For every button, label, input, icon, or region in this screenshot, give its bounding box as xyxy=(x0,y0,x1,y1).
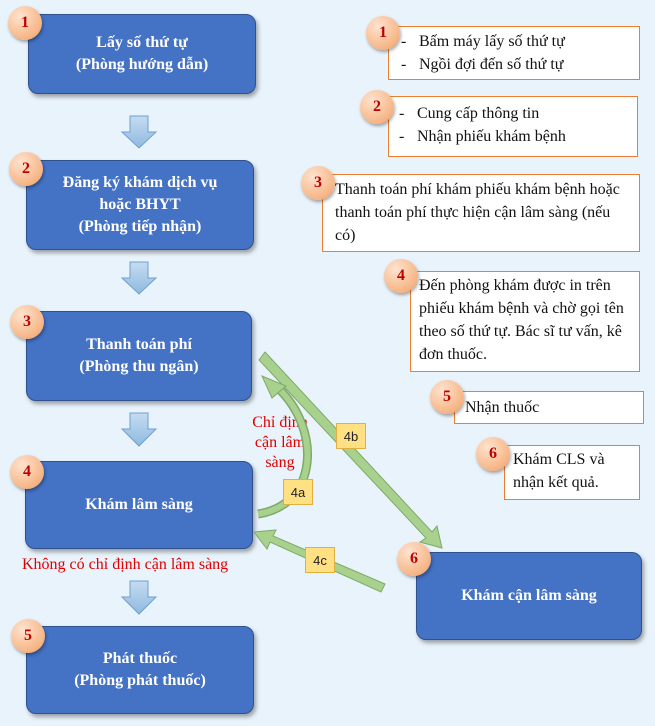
down-arrow-1-2 xyxy=(120,115,158,149)
note-badge-4: 4 xyxy=(384,259,418,293)
step-badge-3: 3 xyxy=(10,305,44,339)
note-6-text: Khám CLS và nhận kết quả. xyxy=(513,451,605,491)
step-box-1: Lấy số thứ tự (Phòng hướng dẫn) xyxy=(28,14,256,94)
step-badge-4: 4 xyxy=(10,455,44,489)
step-2-title: Đăng ký khám dịch vụ xyxy=(62,174,218,191)
clinical-indication-label: Chỉ định cận lâm sàng xyxy=(252,414,308,471)
tag-4c: 4c xyxy=(305,547,335,573)
note-1-item-2: Ngồi đợi đến số thứ tự xyxy=(393,53,635,76)
note-2-item-1: Cung cấp thông tin xyxy=(391,102,635,125)
down-arrow-3-4 xyxy=(120,412,158,447)
step-badge-2: 2 xyxy=(9,152,43,186)
note-badge-2: 2 xyxy=(360,90,394,124)
step-box-6: Khám cận lâm sàng xyxy=(416,552,642,640)
step-4-title: Khám lâm sàng xyxy=(85,496,193,513)
note-4-text: Đến phòng khám được in trên phiếu khám b… xyxy=(419,277,624,363)
note-badge-3: 3 xyxy=(301,166,335,200)
step-badge-1: 1 xyxy=(8,6,42,40)
step-badge-6: 6 xyxy=(397,542,431,576)
note-5: Nhận thuốc xyxy=(454,391,644,424)
step-box-3: Thanh toán phí (Phòng thu ngân) xyxy=(26,311,252,401)
step-6-title: Khám cận lâm sàng xyxy=(461,587,597,604)
step-box-5: Phát thuốc (Phòng phát thuốc) xyxy=(26,626,254,714)
note-badge-6: 6 xyxy=(476,437,510,471)
step-1-title: Lấy số thứ tự xyxy=(96,34,188,51)
tag-4a: 4a xyxy=(283,479,313,505)
step-2-title-cont: hoặc BHYT xyxy=(99,196,181,213)
arrow-4b xyxy=(258,351,443,549)
step-5-room: (Phòng phát thuốc) xyxy=(74,672,206,689)
note-2: Cung cấp thông tin Nhận phiếu khám bệnh xyxy=(388,96,638,157)
step-box-2: Đăng ký khám dịch vụ hoặc BHYT (Phòng ti… xyxy=(26,160,254,250)
no-clinical-indication-label: Không có chỉ định cận lâm sàng xyxy=(22,556,229,573)
step-2-room: (Phòng tiếp nhận) xyxy=(78,218,202,235)
note-badge-5: 5 xyxy=(430,380,464,414)
down-arrow-2-3 xyxy=(120,261,158,295)
step-5-title: Phát thuốc xyxy=(102,650,178,667)
note-4: Đến phòng khám được in trên phiếu khám b… xyxy=(410,271,640,372)
note-2-item-2: Nhận phiếu khám bệnh xyxy=(391,125,635,148)
step-1-room: (Phòng hướng dẫn) xyxy=(75,56,209,73)
note-5-text: Nhận thuốc xyxy=(465,399,540,416)
note-1-item-1: Bấm máy lấy số thứ tự xyxy=(393,30,635,53)
note-6: Khám CLS và nhận kết quả. xyxy=(504,445,640,500)
note-badge-1: 1 xyxy=(366,16,400,50)
note-1: Bấm máy lấy số thứ tự Ngồi đợi đến số th… xyxy=(388,26,640,80)
tag-4b: 4b xyxy=(336,423,366,449)
step-3-room: (Phòng thu ngân) xyxy=(79,358,199,375)
note-3: Thanh toán phí khám phiếu khám bệnh hoặc… xyxy=(322,174,640,252)
step-badge-5: 5 xyxy=(11,619,45,653)
step-box-4: Khám lâm sàng xyxy=(25,461,253,549)
arrow-4a xyxy=(257,375,312,519)
step-3-title: Thanh toán phí xyxy=(86,336,192,353)
down-arrow-4-5 xyxy=(120,580,158,615)
note-3-text: Thanh toán phí khám phiếu khám bệnh hoặc… xyxy=(335,181,620,244)
